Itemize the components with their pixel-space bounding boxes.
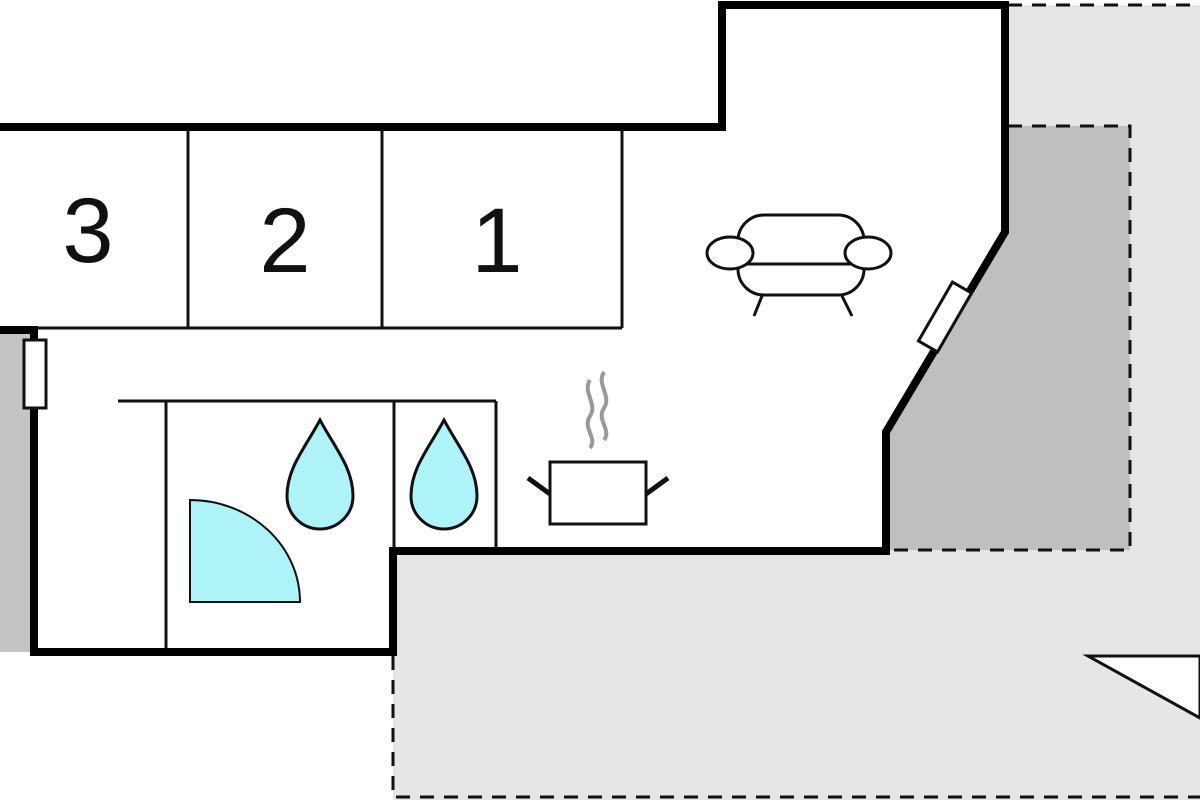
north-wall — [0, 1, 1009, 656]
window-right — [916, 280, 974, 354]
outdoor-terrace — [393, 5, 1200, 800]
water-drop-icon — [285, 416, 355, 531]
window-left — [22, 338, 48, 410]
cooking-pot-icon — [526, 370, 670, 526]
interior-walls — [0, 130, 624, 652]
shower-quarter-circle-icon — [189, 498, 302, 603]
bedroom-number-3: 3 — [62, 180, 113, 282]
water-drop-icon — [409, 416, 479, 531]
covered-area — [885, 126, 1130, 550]
bedroom-number-2: 2 — [259, 190, 310, 292]
covered-area-outline — [885, 124, 1132, 552]
sofa-icon — [705, 213, 893, 317]
step-triangle — [1082, 654, 1200, 720]
bedroom-number-1: 1 — [471, 190, 522, 292]
exterior-walls — [0, 1, 1009, 656]
